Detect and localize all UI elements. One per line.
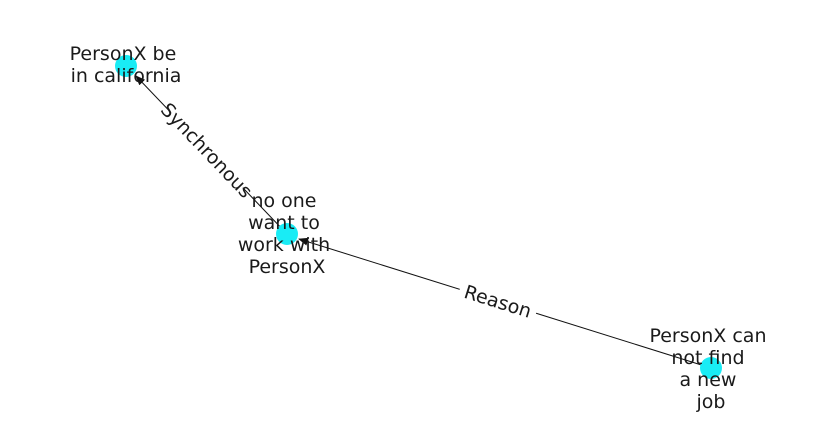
node-no-one-want-to-work-with-personx: no one want to work with PersonX: [238, 190, 336, 278]
node-marker: [115, 55, 137, 77]
node-label-line: not find: [671, 347, 744, 369]
node-label: PersonX be in california: [70, 43, 183, 87]
edge-label-reason: Reason: [456, 277, 540, 325]
node-label-line: work with: [238, 234, 330, 256]
node-label-line: want to: [248, 212, 320, 234]
edge-label-background: [162, 104, 252, 196]
node-label-line: PersonX: [249, 256, 326, 278]
edge-label-background: [456, 277, 540, 325]
node-personx-can-not-find-a-new-job: PersonX can not find a new job: [649, 325, 772, 413]
node-label-line: job: [696, 391, 726, 413]
edge-label-text: Reason: [461, 281, 534, 323]
edge-label-text: Synchronous: [156, 99, 257, 203]
node-label-line: PersonX can: [649, 325, 766, 347]
node-label-line: no one: [251, 190, 316, 212]
node-label-line: PersonX be: [70, 43, 177, 65]
node-personx-be-in-california: PersonX be in california: [70, 43, 183, 87]
node-label: no one want to work with PersonX: [238, 190, 336, 278]
node-label: PersonX can not find a new job: [649, 325, 772, 413]
node-marker: [276, 223, 298, 245]
node-marker: [700, 357, 722, 379]
node-label-line: in california: [71, 65, 182, 87]
node-label-line: a new: [679, 369, 736, 391]
edge-label-synchronous: Synchronous: [156, 99, 257, 203]
